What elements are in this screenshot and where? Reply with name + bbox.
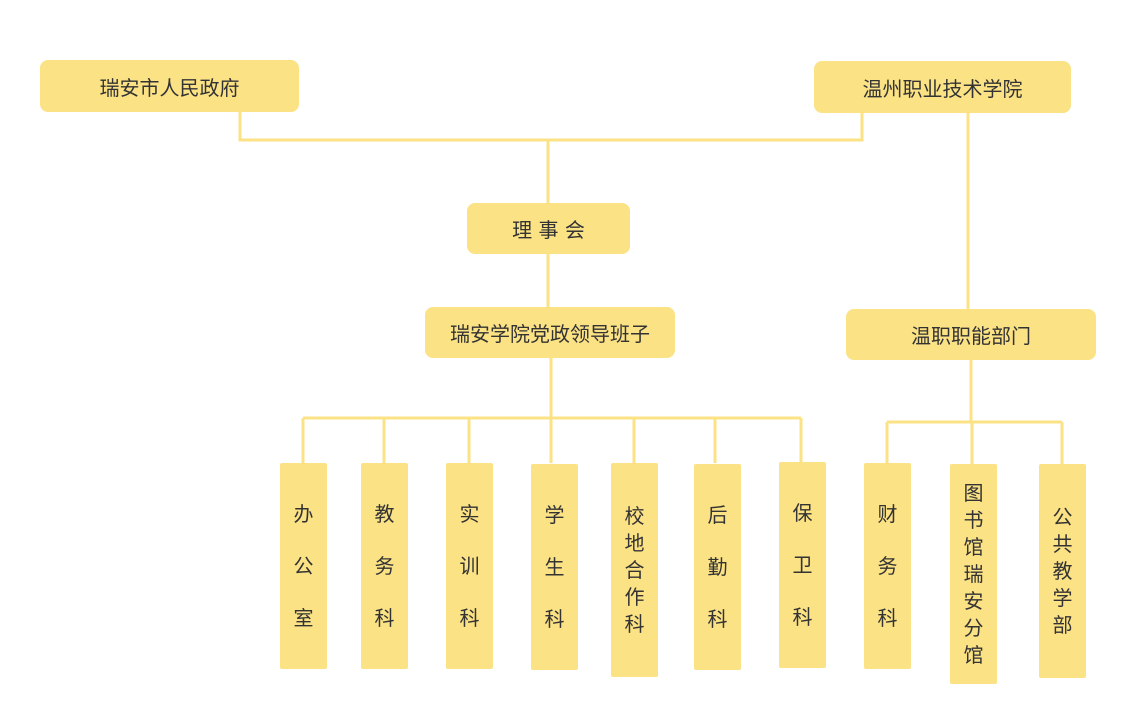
node-board: 理 事 会 — [467, 203, 630, 254]
unit-public-teaching: 公共教学部 — [1039, 464, 1086, 678]
dept-office: 办公室 — [280, 463, 327, 669]
dept-security: 保卫科 — [779, 462, 826, 668]
dept-security-label: 保卫科 — [792, 501, 813, 629]
unit-library-ruian-branch: 图书馆瑞安分馆 — [950, 464, 997, 684]
unit-finance: 财务科 — [864, 463, 911, 669]
dept-practical-training-label: 实训科 — [459, 502, 480, 630]
dept-student-affairs-label: 学生科 — [544, 503, 565, 631]
node-ruian-government-label: 瑞安市人民政府 — [99, 75, 240, 100]
node-wenzhi-departments: 温职职能部门 — [846, 309, 1096, 360]
node-wenzhi-departments-label: 温职职能部门 — [911, 324, 1031, 348]
node-ruian-government: 瑞安市人民政府 — [40, 60, 299, 112]
dept-academic-affairs-label: 教务科 — [374, 502, 395, 630]
node-party-leadership-label: 瑞安学院党政领导班子 — [450, 322, 650, 346]
dept-logistics: 后勤科 — [694, 464, 741, 670]
dept-student-affairs: 学生科 — [531, 464, 578, 670]
node-wenzhou-polytechnic: 温州职业技术学院 — [814, 61, 1071, 113]
dept-practical-training: 实训科 — [446, 463, 493, 669]
unit-finance-label: 财务科 — [877, 502, 898, 630]
dept-logistics-label: 后勤科 — [707, 503, 728, 631]
dept-office-label: 办公室 — [293, 502, 314, 630]
node-wenzhou-polytechnic-label: 温州职业技术学院 — [862, 76, 1023, 101]
dept-school-local-cooperation-label: 校地合作科 — [624, 503, 645, 636]
connector-top-bracket — [238, 112, 864, 142]
unit-public-teaching-label: 公共教学部 — [1052, 504, 1073, 637]
dept-academic-affairs: 教务科 — [361, 463, 408, 669]
unit-library-ruian-branch-label: 图书馆瑞安分馆 — [963, 480, 984, 667]
node-party-leadership: 瑞安学院党政领导班子 — [425, 307, 675, 358]
node-board-label: 理 事 会 — [512, 218, 585, 242]
dept-school-local-cooperation: 校地合作科 — [611, 463, 658, 677]
